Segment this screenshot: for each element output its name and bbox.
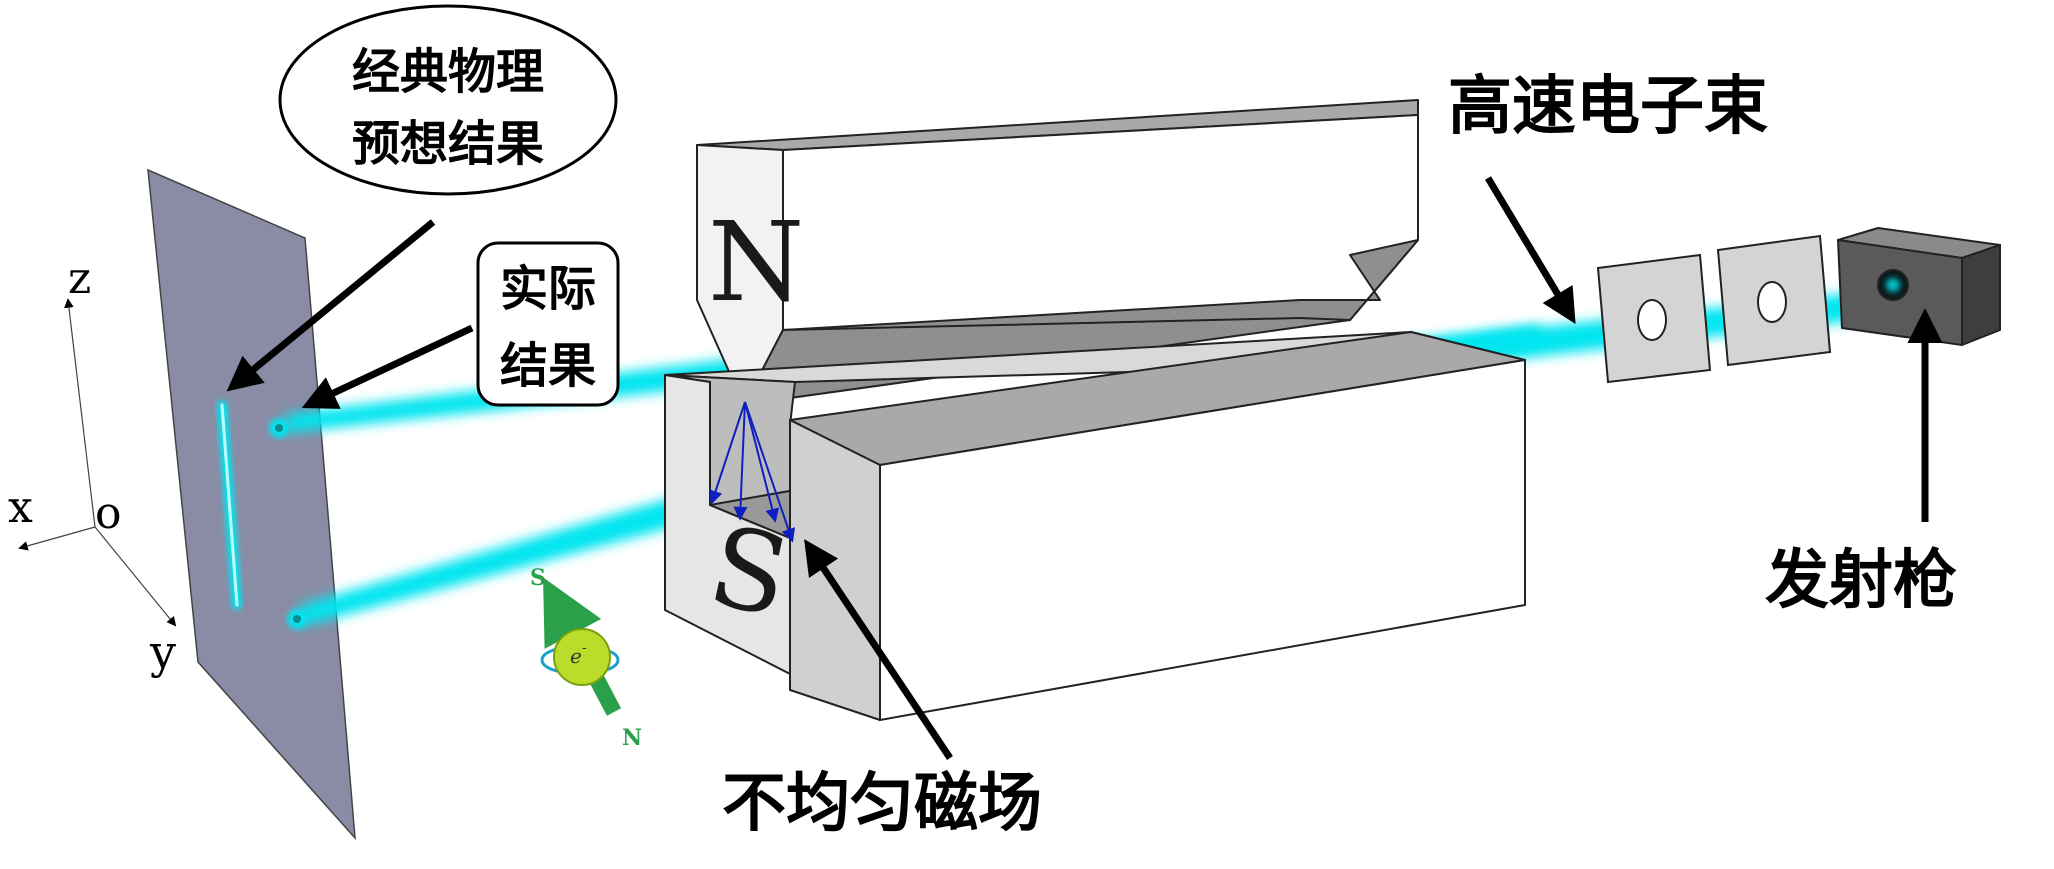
z-axis [64, 298, 96, 528]
classical-smear-core [220, 403, 239, 607]
electron-label: e [570, 644, 582, 668]
axis-label-z: z [68, 253, 91, 304]
classical-callout-line1: 经典物理 [352, 44, 544, 100]
magnet-south-inner [789, 419, 881, 721]
north-pole-label: N [708, 198, 804, 326]
spin-pole-top: S [530, 565, 546, 591]
actual-callout-box [476, 241, 620, 407]
classical-callout-arrow [226, 219, 436, 392]
gun-label: 发射枪 [1765, 544, 1957, 618]
aperture-hole-1 [1637, 299, 1667, 341]
gun-barrel-glow [1886, 278, 1900, 292]
aperture-hole-2 [1757, 281, 1787, 323]
beam-label: 高速电子束 [1448, 70, 1768, 144]
electron-sphere [553, 628, 611, 686]
deflect-arrow-2 [733, 401, 748, 521]
magnet-north-face [782, 114, 1419, 331]
deflection-arrows [708, 401, 796, 543]
gun-side [1961, 244, 2001, 346]
deflect-arrow-4 [744, 401, 796, 543]
lower-spot-core [293, 615, 301, 623]
classical-callout-bubble [278, 4, 618, 196]
x-axis [18, 526, 96, 551]
electron-charge: - [582, 640, 587, 656]
axis-label-x: x [8, 482, 33, 533]
actual-callout-arrow [301, 324, 474, 409]
y-axis [94, 526, 177, 627]
spin-pole-bottom: N [622, 725, 642, 751]
axis-label-origin: o [95, 488, 122, 539]
coordinate-axes [18, 298, 177, 627]
electron-gun [1837, 227, 2001, 346]
actual-callout-line2: 结果 [500, 338, 596, 394]
detector-screen [147, 168, 356, 841]
beam-label-arrow [1484, 176, 1576, 325]
actual-callout-line1: 实际 [500, 261, 596, 317]
magnet-north [696, 99, 1419, 406]
deflect-arrow-3 [744, 401, 780, 523]
classical-callout-line2: 预想结果 [352, 116, 544, 172]
upper-spot-core [275, 424, 283, 432]
deflect-arrow-1 [708, 401, 746, 505]
magnet-south [664, 331, 1526, 721]
field-label: 不均匀磁场 [722, 767, 1042, 841]
electron-spin-icon: e - S N [530, 565, 642, 751]
field-label-arrow [804, 539, 953, 760]
axis-label-y: y [149, 625, 176, 679]
